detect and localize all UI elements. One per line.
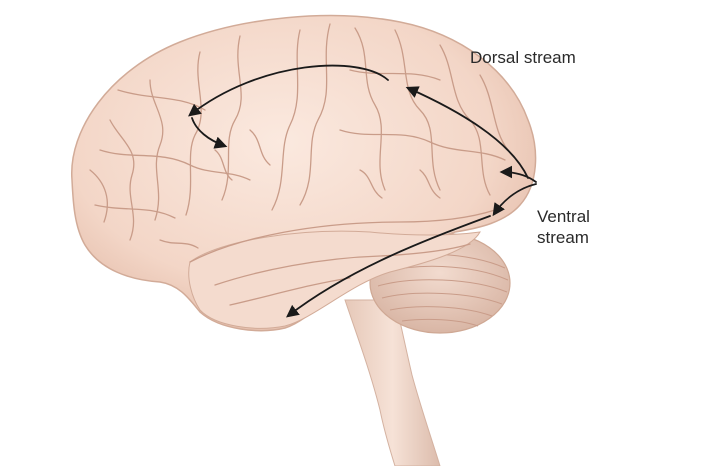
ventral-stream-label: Ventral stream <box>537 206 590 248</box>
dorsal-stream-label: Dorsal stream <box>470 48 576 67</box>
ventral-stream-label-line1: Ventral <box>537 207 590 226</box>
dorsal-arrow-parietal-to-frontal <box>188 64 389 117</box>
dorsal-stream-arrows <box>188 64 537 183</box>
ventral-stream-label-line2: stream <box>537 228 589 247</box>
ventral-stream-arrows <box>286 183 537 318</box>
dorsal-arrow-occipital-to-parietal <box>405 86 529 179</box>
ventral-arrow-temporal <box>286 215 491 318</box>
dorsal-arrow-occipital-tip <box>499 165 537 183</box>
gyri-lines <box>89 23 509 306</box>
dorsal-arrow-frontal-curl <box>191 117 228 149</box>
ventral-arrow-occipital-tip <box>492 183 537 217</box>
